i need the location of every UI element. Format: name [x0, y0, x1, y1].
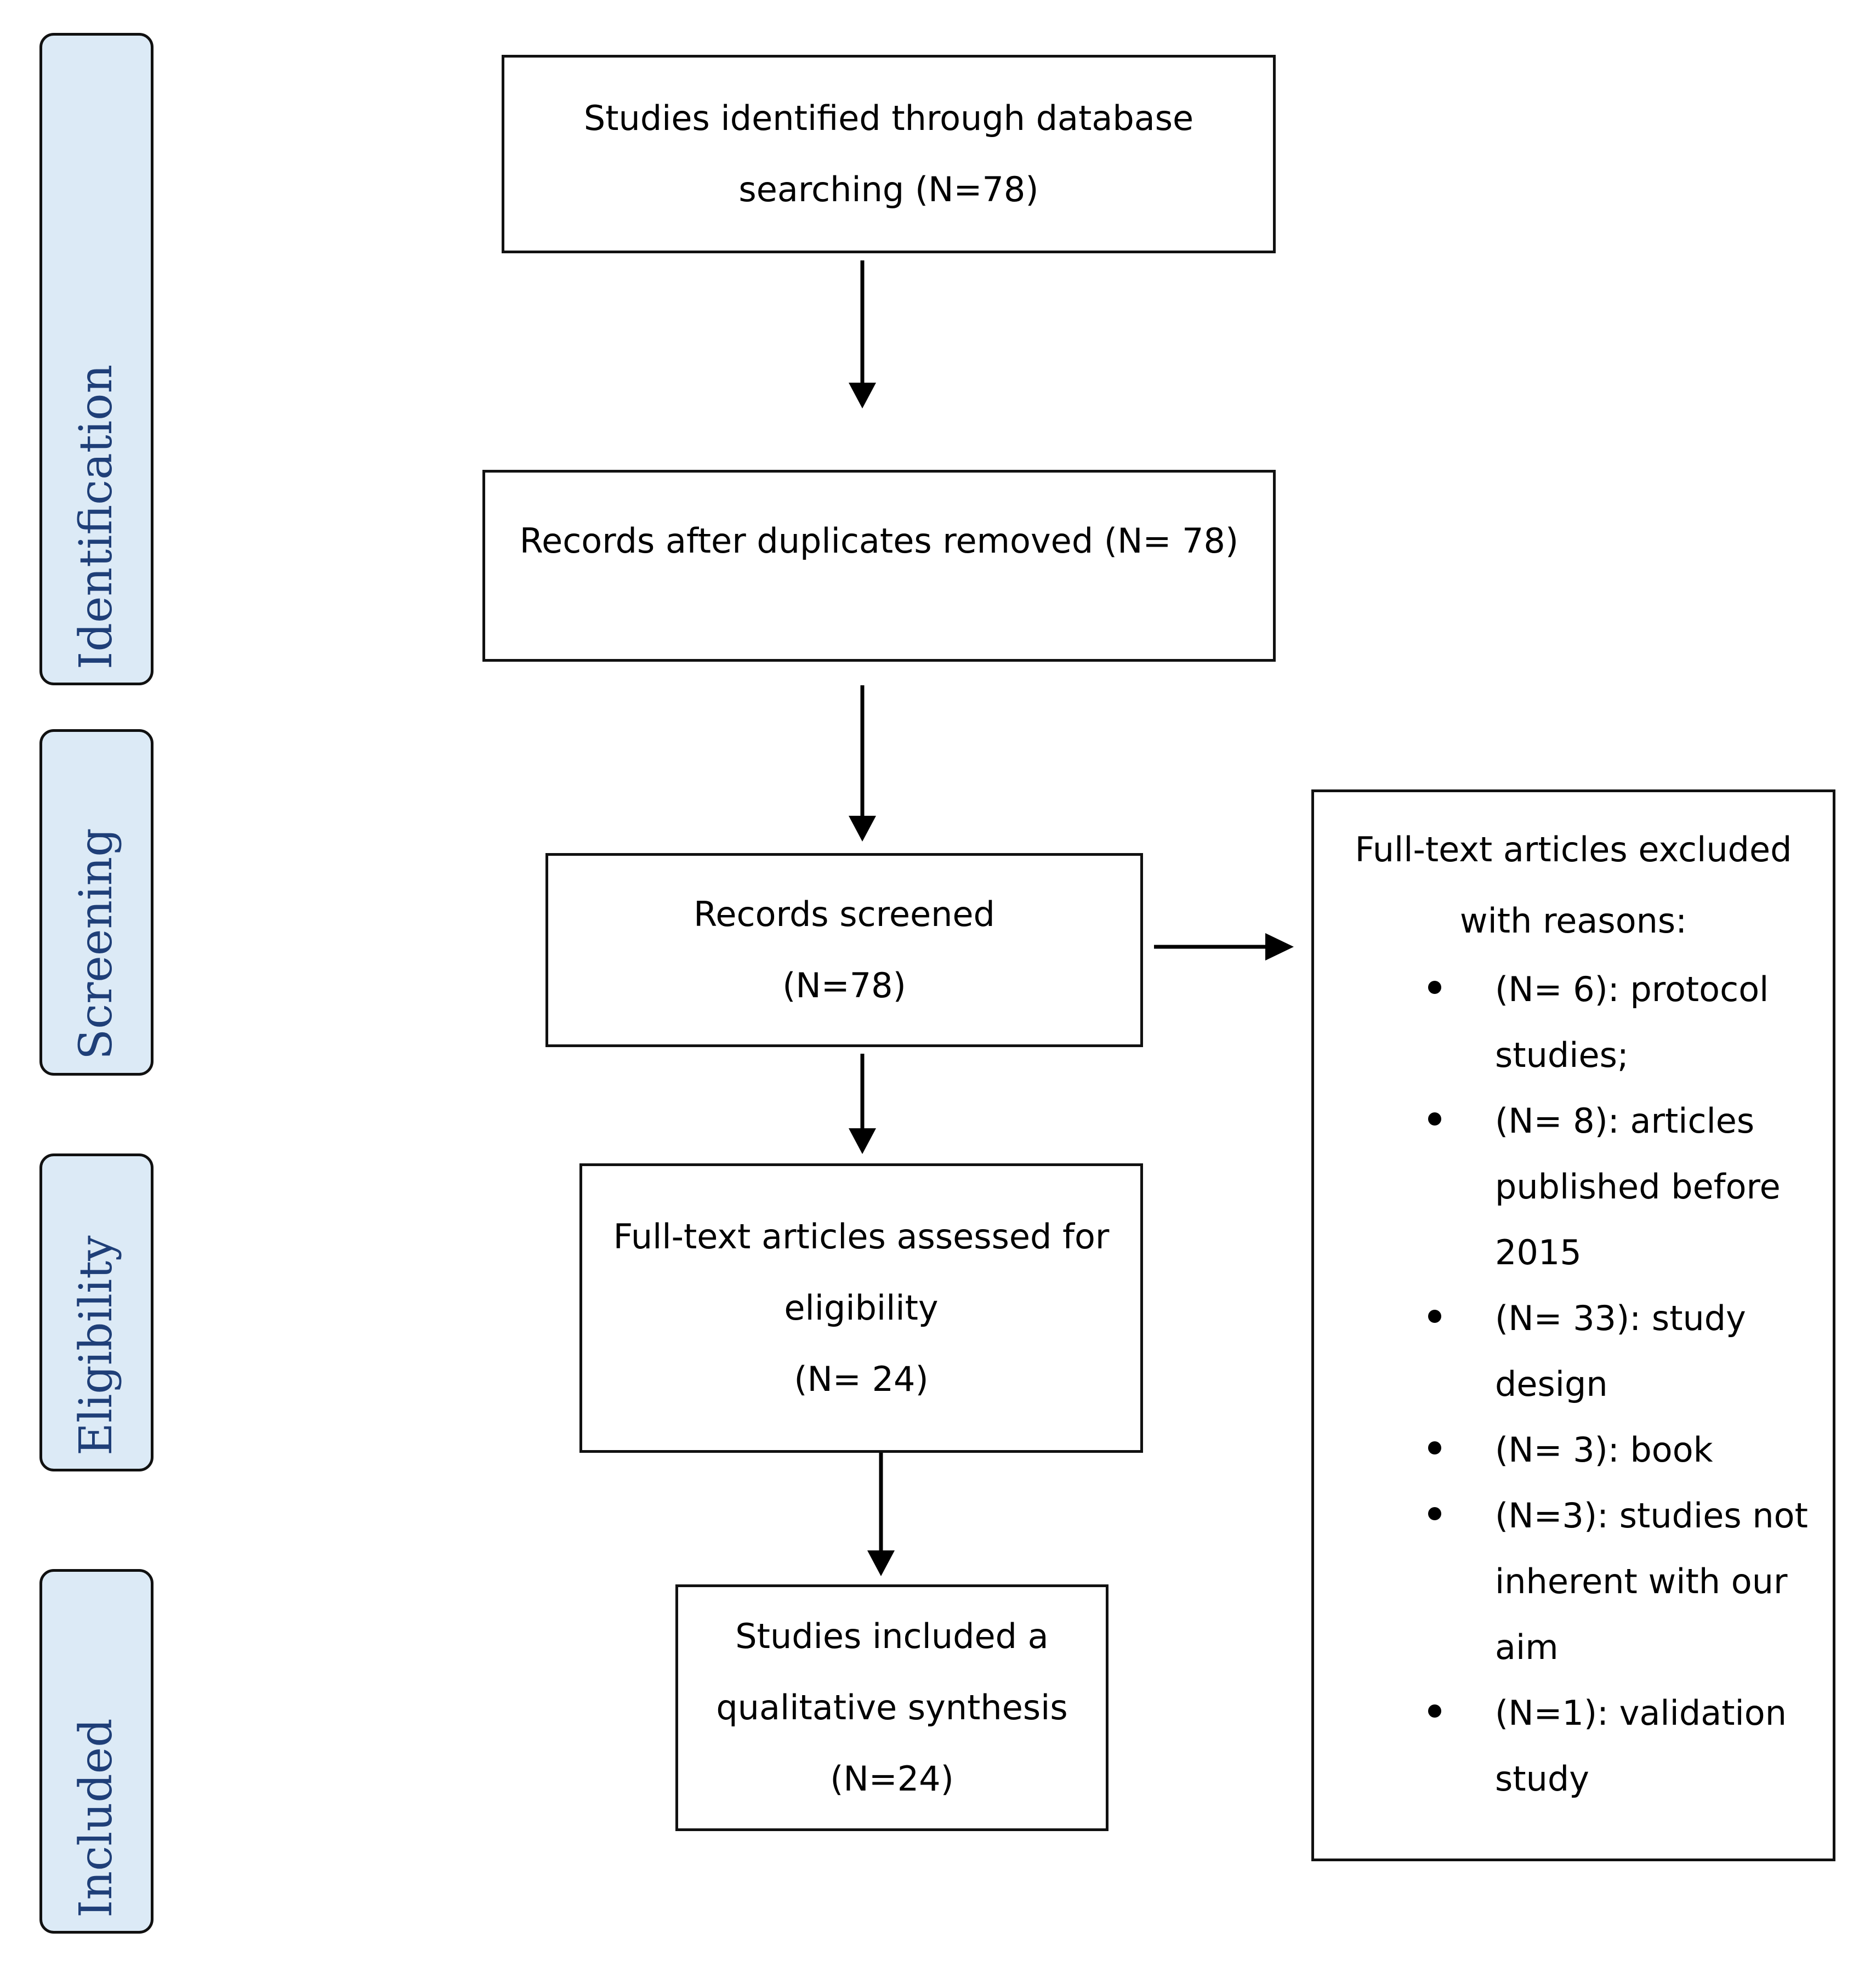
bullet-icon	[1428, 1704, 1441, 1718]
excluded-reason-line: study	[1495, 1759, 1589, 1799]
box-assessed-line-3: (N= 24)	[794, 1359, 929, 1399]
bullet-icon	[1428, 1507, 1441, 1520]
box-assessed: Full-text articles assessed for eligibil…	[579, 1163, 1143, 1453]
bullet-icon	[1428, 1310, 1441, 1323]
excluded-reason-line: design	[1495, 1364, 1608, 1404]
phase-screening: Screening	[39, 729, 154, 1076]
excluded-reason-line: (N= 8): articles	[1495, 1101, 1755, 1141]
bullet-icon	[1428, 981, 1441, 994]
excluded-reason-line: (N= 6): protocol	[1495, 969, 1769, 1009]
excluded-reason: (N=3): studies not inherent with our aim	[1314, 1483, 1833, 1680]
bullet-icon	[1428, 1441, 1441, 1454]
phase-identification: Identification	[39, 33, 154, 685]
phase-eligibility: Eligibility	[39, 1153, 154, 1471]
arrowhead-4	[867, 1550, 895, 1576]
arrowhead-5	[1265, 933, 1294, 961]
excluded-reason: (N= 6): protocol studies;	[1314, 957, 1833, 1088]
arrowhead-3	[849, 1128, 876, 1154]
box-included: Studies included a qualitative synthesis…	[675, 1584, 1108, 1831]
box-assessed-line-1: Full-text articles assessed for	[613, 1217, 1110, 1257]
bullet-icon	[1428, 1112, 1441, 1126]
excluded-reason-line: (N=1): validation	[1495, 1693, 1787, 1733]
excluded-reason-line: (N= 33): study	[1495, 1298, 1746, 1338]
box-identified-line-1: Studies identified through database	[583, 98, 1194, 138]
box-excluded: Full-text articles excluded with reasons…	[1311, 789, 1835, 1861]
excluded-title-line-2: with reasons:	[1459, 901, 1687, 941]
box-assessed-line-2: eligibility	[784, 1288, 939, 1328]
excluded-reason: (N= 8): articles published before 2015	[1314, 1088, 1833, 1286]
excluded-reason-line: (N= 3): book	[1495, 1430, 1713, 1470]
arrowhead-1	[849, 383, 876, 408]
box-included-line-2: qualitative synthesis	[716, 1687, 1068, 1727]
excluded-title: Full-text articles excluded with reasons…	[1314, 814, 1833, 957]
excluded-reason: (N=1): validation study	[1314, 1680, 1833, 1812]
excluded-reason-line: aim	[1495, 1627, 1559, 1667]
excluded-reason-line: studies;	[1495, 1035, 1629, 1075]
excluded-reason: (N= 33): study design	[1314, 1286, 1833, 1417]
box-included-line-1: Studies included a	[735, 1616, 1049, 1656]
box-screened: Records screened (N=78)	[545, 853, 1143, 1047]
excluded-reason-line: (N=3): studies not	[1495, 1496, 1808, 1536]
phase-included: Included	[39, 1569, 154, 1934]
excluded-title-line-1: Full-text articles excluded	[1355, 829, 1792, 870]
excluded-reasons-list: (N= 6): protocol studies; (N= 8): articl…	[1314, 957, 1833, 1812]
box-screened-line-1: Records screened	[693, 894, 995, 934]
excluded-reason-line: 2015	[1495, 1232, 1582, 1272]
excluded-reason-line: published before	[1495, 1167, 1781, 1207]
box-included-line-3: (N=24)	[830, 1759, 954, 1799]
box-identified: Studies identified through database sear…	[502, 55, 1276, 253]
box-after-duplicates-line-1: Records after duplicates removed (N= 78)	[519, 521, 1239, 561]
box-identified-line-2: searching (N=78)	[738, 169, 1039, 209]
box-after-duplicates: Records after duplicates removed (N= 78)	[482, 470, 1276, 662]
box-screened-line-2: (N=78)	[782, 965, 906, 1005]
excluded-reason-line: inherent with our	[1495, 1561, 1788, 1601]
arrowhead-2	[849, 816, 876, 842]
excluded-reason: (N= 3): book	[1314, 1417, 1833, 1483]
